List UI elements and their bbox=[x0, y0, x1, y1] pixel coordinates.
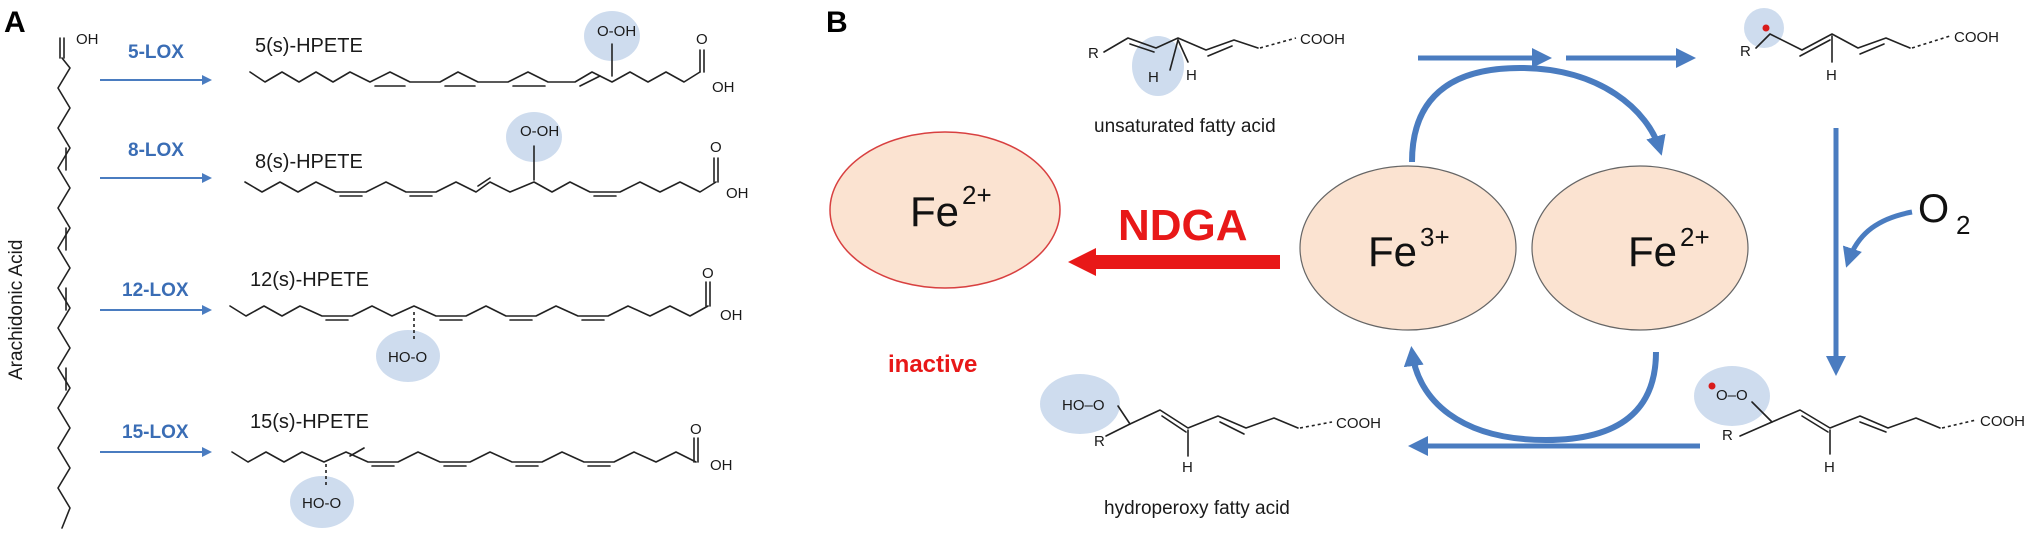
cooh-top: COOH bbox=[1300, 31, 1345, 48]
product-label-5-hpete: 5(s)-HPETE bbox=[255, 35, 363, 57]
svg-text:H: H bbox=[1182, 459, 1193, 476]
product-label-15-hpete: 15(s)-HPETE bbox=[250, 411, 369, 433]
oxygen-subscript: 2 bbox=[1956, 210, 1970, 240]
iron-reduced-symbol: Fe bbox=[1628, 228, 1677, 275]
ndga-label: NDGA bbox=[1118, 201, 1248, 250]
svg-text:R: R bbox=[1094, 433, 1105, 450]
svg-text:O: O bbox=[690, 421, 702, 438]
unsaturated-caption: unsaturated fatty acid bbox=[1094, 116, 1276, 137]
reaction-5-lox: 5-LOX 5(s)-HPETE O-OH O OH bbox=[100, 11, 735, 96]
iron-oxidized-symbol: Fe bbox=[1368, 228, 1417, 275]
iron-inactive-symbol: Fe bbox=[910, 188, 959, 235]
reaction-15-lox: 15-LOX 15(s)-HPETE HO-O O OH bbox=[100, 411, 733, 528]
svg-text:O: O bbox=[710, 139, 722, 156]
cooh-radical: COOH bbox=[1954, 29, 1999, 46]
arachidonic-acid-oh: OH bbox=[76, 31, 99, 48]
svg-text:O: O bbox=[702, 265, 714, 282]
peroxide-12-hpete: HO-O bbox=[388, 349, 427, 366]
reaction-12-lox: 12-LOX 12(s)-HPETE HO-O O OH bbox=[100, 265, 743, 382]
peroxide-15-hpete: HO-O bbox=[302, 495, 341, 512]
cooh-hydroperoxy: COOH bbox=[1336, 415, 1381, 432]
enzyme-label-12-lox: 12-LOX bbox=[122, 280, 189, 301]
product-label-12-hpete: 12(s)-HPETE bbox=[250, 269, 369, 291]
cycle-arrow-top bbox=[1409, 64, 1666, 163]
peroxide-8-hpete: O-OH bbox=[520, 123, 559, 140]
iron-oxidized-charge: 3+ bbox=[1420, 222, 1450, 252]
acid-15-hpete: OH bbox=[710, 457, 733, 474]
svg-text:H: H bbox=[1186, 67, 1197, 84]
hydroperoxy-caption: hydroperoxy fatty acid bbox=[1104, 498, 1290, 519]
peroxyl-radical-structure: O–O R H COOH bbox=[1694, 366, 2025, 476]
iron-reduced-ellipse bbox=[1531, 165, 1749, 331]
acid-12-hpete: OH bbox=[720, 307, 743, 324]
svg-text:H: H bbox=[1824, 459, 1835, 476]
enzyme-label-15-lox: 15-LOX bbox=[122, 422, 189, 443]
arachidonic-acid-structure: OH bbox=[57, 31, 99, 529]
oxygen-arrow bbox=[1842, 209, 1913, 268]
peroxide-5-hpete: O-OH bbox=[597, 23, 636, 40]
hydroperoxy-fatty-acid-structure: HO–O R H COOH bbox=[1040, 374, 1381, 476]
product-label-8-hpete: 8(s)-HPETE bbox=[255, 151, 363, 173]
svg-text:R: R bbox=[1088, 45, 1099, 62]
inactive-label: inactive bbox=[888, 351, 977, 378]
svg-text:H: H bbox=[1826, 67, 1837, 84]
reaction-8-lox: 8-LOX 8(s)-HPETE O-OH O OH bbox=[100, 112, 749, 202]
svg-text:O–O: O–O bbox=[1716, 387, 1748, 404]
iron-oxidized-ellipse bbox=[1299, 165, 1517, 331]
svg-text:HO–O: HO–O bbox=[1062, 397, 1105, 414]
cycle-arrow-bottom bbox=[1403, 346, 1659, 444]
svg-text:R: R bbox=[1722, 427, 1733, 444]
iron-inactive-ellipse bbox=[829, 131, 1061, 289]
arachidonic-acid-label: Arachidonic Acid bbox=[6, 240, 27, 380]
panel-b-letter: B bbox=[826, 6, 848, 39]
svg-text:R: R bbox=[1740, 43, 1751, 60]
radical-intermediate-structure: R H COOH bbox=[1740, 8, 1999, 84]
enzyme-label-8-lox: 8-LOX bbox=[128, 140, 184, 161]
svg-text:O: O bbox=[696, 31, 708, 48]
panel-a-letter: A bbox=[4, 6, 26, 39]
unsaturated-fatty-acid-structure: R COOH H H bbox=[1088, 31, 1345, 96]
acid-5-hpete: OH bbox=[712, 79, 735, 96]
svg-text:H: H bbox=[1148, 69, 1159, 86]
iron-inactive-charge: 2+ bbox=[962, 180, 992, 210]
acid-8-hpete: OH bbox=[726, 185, 749, 202]
oxygen-symbol: O bbox=[1918, 187, 1949, 231]
cooh-peroxyl: COOH bbox=[1980, 413, 2025, 430]
iron-reduced-charge: 2+ bbox=[1680, 222, 1710, 252]
enzyme-label-5-lox: 5-LOX bbox=[128, 42, 184, 63]
